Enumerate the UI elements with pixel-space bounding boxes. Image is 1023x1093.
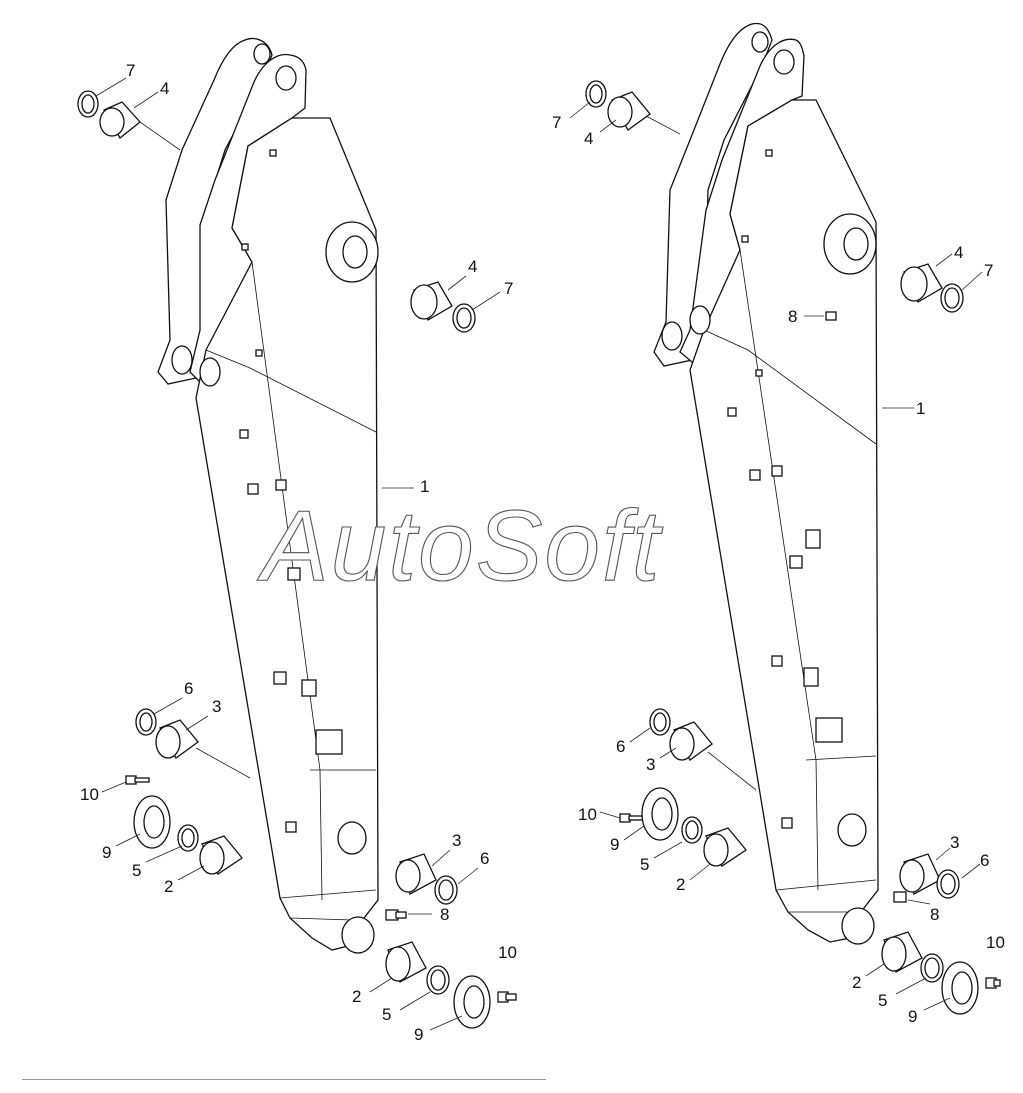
callout-label: 9	[908, 1007, 917, 1026]
part-ring-6-lower	[434, 875, 458, 905]
callout-label: 2	[352, 987, 361, 1006]
callout-label: 10	[986, 933, 1005, 952]
callout-label: 10	[80, 785, 99, 804]
callout-label: 6	[184, 679, 193, 698]
part-plate-9-upper	[133, 795, 171, 849]
part-ring-7-mid	[940, 283, 964, 313]
left-view: 7 4 4 7 1 6 3 10 9 5 2 3 6 8 10 2 5 9	[77, 37, 517, 1044]
part-ring-7-mid	[452, 303, 476, 333]
part-ring-7-top	[77, 90, 99, 118]
bottom-divider	[22, 1079, 546, 1080]
callout-label: 7	[552, 113, 561, 132]
part-bushing-4-mid	[410, 281, 453, 321]
part-bushing-2-lower	[385, 941, 427, 983]
part-bolt-10-lower	[985, 977, 1001, 989]
part-bolt-10-upper	[619, 813, 644, 823]
part-bushing-3-lower	[395, 853, 437, 895]
part-bushing-3-upper	[155, 719, 199, 759]
callout-label: 3	[212, 697, 221, 716]
part-ring-5-lower	[426, 965, 450, 995]
part-bushing-4-top	[607, 91, 651, 131]
part-plate-9-lower	[453, 975, 491, 1029]
callout-label: 7	[126, 61, 135, 80]
part-bushing-2-lower	[881, 931, 923, 973]
left-callout-labels: 7 4 4 7 1 6 3 10 9 5 2 3 6 8 10 2 5 9	[80, 61, 517, 1044]
callout-label: 1	[420, 477, 429, 496]
callout-label: 4	[468, 257, 477, 276]
boom-arm	[157, 37, 379, 954]
part-bushing-3-upper	[669, 721, 713, 761]
part-bolt-10-upper	[125, 775, 150, 785]
callout-label: 6	[980, 851, 989, 870]
part-bolt-8-lower	[893, 891, 907, 903]
part-bushing-4-top	[99, 101, 141, 139]
callout-label: 3	[646, 755, 655, 774]
callout-label: 4	[160, 79, 169, 98]
callout-label: 6	[616, 737, 625, 756]
callout-label: 8	[930, 905, 939, 924]
part-ring-6-upper	[135, 708, 157, 736]
callout-label: 5	[132, 861, 141, 880]
part-ring-5-lower	[920, 953, 944, 983]
callout-label: 8	[788, 307, 797, 326]
callout-label: 3	[950, 833, 959, 852]
part-plate-9-lower	[941, 961, 979, 1015]
callout-label: 9	[610, 835, 619, 854]
callout-label: 4	[954, 243, 963, 262]
callout-label: 2	[676, 875, 685, 894]
callout-label: 5	[640, 855, 649, 874]
callout-label: 9	[414, 1025, 423, 1044]
callout-label: 2	[164, 877, 173, 896]
callout-label: 5	[382, 1005, 391, 1024]
callout-label: 8	[440, 905, 449, 924]
part-plate-9-upper	[641, 787, 679, 841]
part-bushing-3-lower	[899, 853, 941, 895]
part-ring-7-top	[585, 80, 607, 108]
callout-label: 5	[878, 991, 887, 1010]
part-bushing-4-mid	[900, 263, 943, 303]
callout-label: 3	[452, 831, 461, 850]
part-bolt-8-mid	[825, 311, 837, 321]
callout-label: 1	[916, 399, 925, 418]
part-ring-5-upper	[681, 816, 703, 844]
callout-label: 6	[480, 849, 489, 868]
callout-label: 10	[578, 805, 597, 824]
part-ring-6-upper	[649, 708, 671, 736]
watermark-text: AutoSoft	[257, 490, 664, 602]
right-view: 7 4 4 7 8 1 6 3 10 9 5 2 3 6 8 10 2 5 9	[552, 22, 1005, 1026]
callout-label: 10	[498, 943, 517, 962]
part-bolt-8-lower	[385, 909, 407, 921]
part-bushing-2-upper	[703, 827, 747, 867]
part-ring-5-upper	[177, 824, 199, 852]
part-bushing-2-upper	[199, 835, 243, 875]
callout-label: 4	[584, 129, 593, 148]
leader-lines	[569, 101, 983, 1011]
right-callout-labels: 7 4 4 7 8 1 6 3 10 9 5 2 3 6 8 10 2 5 9	[552, 113, 1005, 1026]
callout-label: 2	[852, 973, 861, 992]
callout-label: 9	[102, 843, 111, 862]
callout-label: 7	[504, 279, 513, 298]
part-bolt-10-lower	[497, 991, 517, 1003]
part-ring-6-lower	[936, 869, 960, 899]
leader-lines	[95, 77, 501, 1031]
callout-label: 7	[984, 261, 993, 280]
boom-arm	[653, 22, 879, 945]
